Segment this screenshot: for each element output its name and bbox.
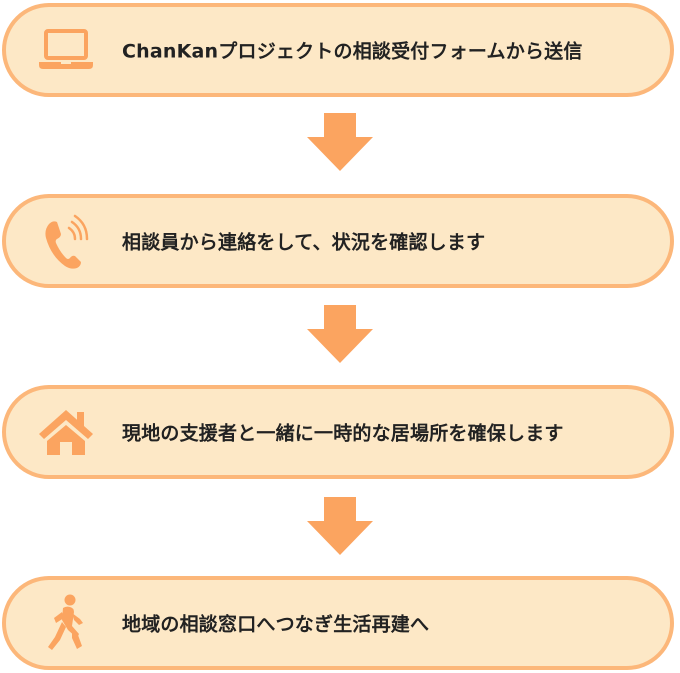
step-4-label: 地域の相談窓口へつなぎ生活再建へ: [122, 613, 430, 636]
step-2-box: 相談員から連絡をして、状況を確認します: [2, 194, 674, 288]
house-icon: [36, 402, 96, 462]
step-3-box: 現地の支援者と一緒に一時的な居場所を確保します: [2, 385, 674, 479]
step-3-label: 現地の支援者と一緒に一時的な居場所を確保します: [122, 422, 564, 445]
step-2-label: 相談員から連絡をして、状況を確認します: [122, 231, 486, 254]
down-arrow-3: [307, 497, 373, 555]
step-1-label: ChanKanプロジェクトの相談受付フォームから送信: [122, 40, 583, 63]
step-1-box: ChanKanプロジェクトの相談受付フォームから送信: [2, 3, 674, 97]
phone-icon: [36, 211, 96, 271]
step-4-box: 地域の相談窓口へつなぎ生活再建へ: [2, 576, 674, 670]
laptop-icon: [36, 20, 96, 80]
down-arrow-1: [307, 113, 373, 171]
walking-person-icon: [36, 593, 96, 653]
down-arrow-2: [307, 305, 373, 363]
